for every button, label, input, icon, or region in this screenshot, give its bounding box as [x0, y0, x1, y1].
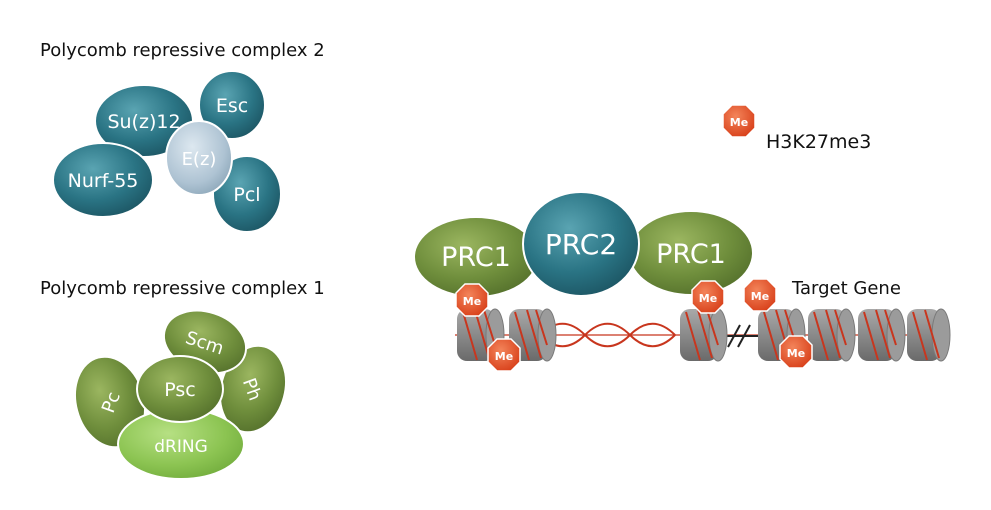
label-prc2-center: PRC2	[545, 228, 617, 261]
subunit-nurf-55	[52, 142, 154, 218]
legend: Me H3K27me3	[722, 104, 871, 153]
prc1-panel-title: Polycomb repressive complex 1	[40, 278, 325, 299]
prc1-complex: Scm Pc Ph Psc dRING	[74, 309, 287, 480]
prc2-center-complex	[522, 191, 640, 297]
subunit-esc	[198, 70, 266, 140]
legend-me-badge-shape	[722, 104, 756, 138]
label-esc: Esc	[216, 95, 248, 117]
me-badge-text: Me	[463, 295, 481, 308]
label-pcl: Pcl	[233, 184, 260, 206]
nucleosome	[680, 308, 728, 362]
legend-mark-label: H3K27me3	[766, 131, 871, 153]
subunit-e-z	[165, 120, 233, 196]
me-badge-text: Me	[495, 350, 513, 363]
label-psc: Psc	[164, 379, 195, 401]
label-e-z: E(z)	[182, 149, 217, 170]
legend-me-badge-text: Me	[730, 116, 748, 129]
dna-helix-strand-1	[539, 322, 676, 348]
nucleosome	[858, 308, 906, 362]
me-badge-text: Me	[787, 347, 805, 360]
me-badge: Me	[743, 278, 777, 312]
nucleosome	[907, 308, 951, 362]
me-badge: Me	[487, 338, 521, 372]
prc2-complex: Su(z)12 Esc Nurf-55 Pcl E(z)	[52, 70, 282, 233]
subunit-psc	[136, 355, 224, 423]
prc2-panel-title: Polycomb repressive complex 2	[40, 40, 325, 61]
chromatin-complexes: PRC1 PRC2 PRC1	[413, 191, 754, 298]
me-badge-text: Me	[751, 290, 769, 303]
subunit-pcl	[212, 155, 282, 233]
label-dring: dRING	[154, 437, 208, 457]
me-badge: Me	[455, 283, 489, 317]
label-prc1-left: PRC1	[441, 242, 511, 273]
target-gene-label: Target Gene	[791, 278, 901, 299]
me-badge: Me	[779, 335, 813, 369]
me-badge: Me	[691, 280, 725, 314]
chromatin-fiber	[455, 308, 951, 362]
nucleosome	[808, 308, 856, 362]
dna-helix-strand-2	[539, 322, 676, 348]
label-prc1-right: PRC1	[656, 239, 726, 270]
label-su-z-12: Su(z)12	[107, 111, 180, 133]
label-nurf-55: Nurf-55	[68, 170, 139, 192]
me-badge-text: Me	[699, 292, 717, 305]
